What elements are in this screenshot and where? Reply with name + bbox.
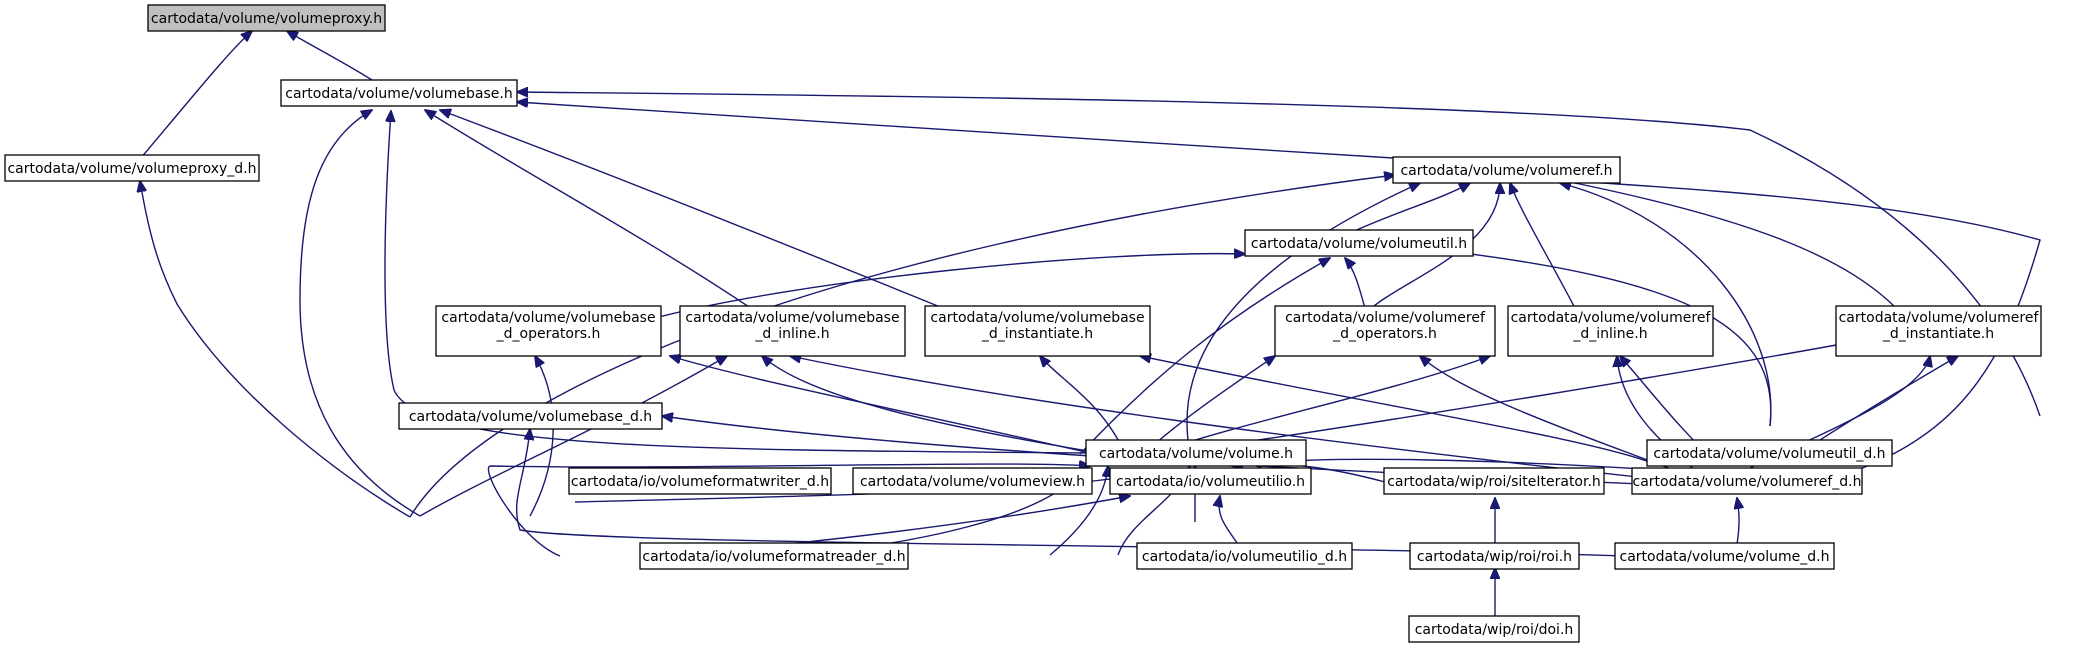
edge [299,110,421,517]
node-siteiterator-h[interactable]: cartodata/wip/roi/siteIterator.h [1383,467,1605,495]
node-label: cartodata/volume/volumeutil.h [1251,236,1467,252]
node-label: cartodata/volume/volumebase [685,310,899,326]
edge [1040,356,1126,454]
node-volumeutilio-d-h[interactable]: cartodata/io/volumeutilio_d.h [1136,542,1353,570]
node-volumebase-d-h[interactable]: cartodata/volume/volumebase_d.h [398,402,663,430]
node-volumeproxy-h[interactable]: cartodata/volume/volumeproxy.h [147,4,386,32]
edge [529,356,554,517]
node-volume-d-h[interactable]: cartodata/volume/volume_d.h [1614,542,1835,570]
node-volumeutilio-h[interactable]: cartodata/io/volumeutilio.h [1109,467,1312,495]
edge [425,110,756,312]
node-label: _d_inline.h [754,326,829,342]
node-label: _d_instantiate.h [1882,326,1994,342]
edge [1049,466,1108,556]
edge [1345,258,1367,313]
node-volumebase-d-inline-h[interactable]: cartodata/volume/volumebase _d_inline.h [679,305,906,357]
node-label: cartodata/wip/roi/roi.h [1417,549,1572,565]
node-label: cartodata/io/volumeformatwriter_d.h [571,474,829,490]
edge [139,31,252,160]
edge [762,356,1101,454]
edge [1510,183,1578,313]
node-volumeref-d-instantiate-h[interactable]: cartodata/volume/volumeref _d_instantiat… [1835,305,2042,357]
edge [515,429,1626,557]
node-volumeview-h[interactable]: cartodata/volume/volumeview.h [852,467,1093,495]
edge [670,356,1091,454]
edge [419,356,727,517]
edge [1349,183,1470,234]
edge [140,181,411,518]
node-label: _d_inline.h [1572,326,1647,342]
node-volumeref-h[interactable]: cartodata/volume/volumeref.h [1392,156,1621,184]
node-volumebase-d-instantiate-h[interactable]: cartodata/volume/volumebase _d_instantia… [924,305,1151,357]
node-volumeref-d-inline-h[interactable]: cartodata/volume/volumeref _d_inline.h [1507,305,1714,357]
node-label: cartodata/volume/volume.h [1099,446,1293,462]
node-volume-h[interactable]: cartodata/volume/volume.h [1085,439,1307,467]
node-volumeformatwriter-d-h[interactable]: cartodata/io/volumeformatwriter_d.h [568,467,832,495]
node-label: cartodata/wip/roi/siteIterator.h [1387,474,1601,490]
node-label: cartodata/volume/volumebase.h [285,86,512,102]
node-roi-h[interactable]: cartodata/wip/roi/roi.h [1409,542,1580,570]
node-volumeutil-d-h[interactable]: cartodata/volume/volumeutil_d.h [1646,439,1893,467]
edge [517,102,1394,159]
node-label: cartodata/volume/volumebase [930,310,1144,326]
edge [287,31,373,81]
node-label: cartodata/volume/volumeref [1285,310,1486,326]
node-label: _d_operators.h [1332,326,1437,342]
node-label: cartodata/io/volumeutilio_d.h [1142,549,1347,565]
edge [1560,183,1772,427]
node-label: cartodata/io/volumeformatreader_d.h [642,549,905,565]
edge [1560,180,1901,313]
node-label: cartodata/wip/roi/doi.h [1415,622,1574,638]
edge [440,110,951,312]
node-volumeref-d-h[interactable]: cartodata/volume/volumeref_d.h [1631,467,1863,495]
node-label: cartodata/volume/volumeproxy.h [151,11,382,27]
edge [384,111,1091,454]
edge [1186,183,1420,454]
nodes: cartodata/volume/volumeproxy.h cartodata… [4,4,2042,643]
node-label: _d_operators.h [496,326,601,342]
node-volumebase-d-operators-h[interactable]: cartodata/volume/volumebase _d_operators… [435,305,662,357]
edge [1079,258,1330,455]
node-volumeref-d-operators-h[interactable]: cartodata/volume/volumeref _d_operators.… [1274,305,1496,357]
node-label: cartodata/volume/volumeutil_d.h [1653,446,1885,462]
node-label: cartodata/io/volumeutilio.h [1116,474,1305,490]
node-label: cartodata/volume/volumebase_d.h [409,409,652,425]
node-volumeutil-h[interactable]: cartodata/volume/volumeutil.h [1244,229,1474,257]
edge [1169,338,1875,454]
node-volumeproxy-d-h[interactable]: cartodata/volume/volumeproxy_d.h [4,154,260,182]
node-label: cartodata/volume/volumeview.h [860,474,1085,490]
node-label: cartodata/volume/volumeref.h [1400,163,1612,179]
node-label: cartodata/volume/volumeref [1839,310,2040,326]
node-label: cartodata/volume/volumeproxy_d.h [7,161,256,177]
edge [517,92,2041,417]
node-doi-h[interactable]: cartodata/wip/roi/doi.h [1408,615,1580,643]
edge [1560,180,2041,489]
node-label: cartodata/volume/volumeref [1511,310,1712,326]
node-label: cartodata/volume/volumeref_d.h [1633,474,1862,490]
edge [654,254,1245,319]
node-label: _d_instantiate.h [981,326,1093,342]
node-label: cartodata/volume/volumebase [441,310,655,326]
node-volumeformatreader-d-h[interactable]: cartodata/io/volumeformatreader_d.h [639,542,909,570]
node-label: cartodata/volume/volume_d.h [1620,549,1830,565]
edge [487,464,1090,557]
node-volumebase-h[interactable]: cartodata/volume/volumebase.h [280,79,518,107]
edge [1366,183,1500,313]
